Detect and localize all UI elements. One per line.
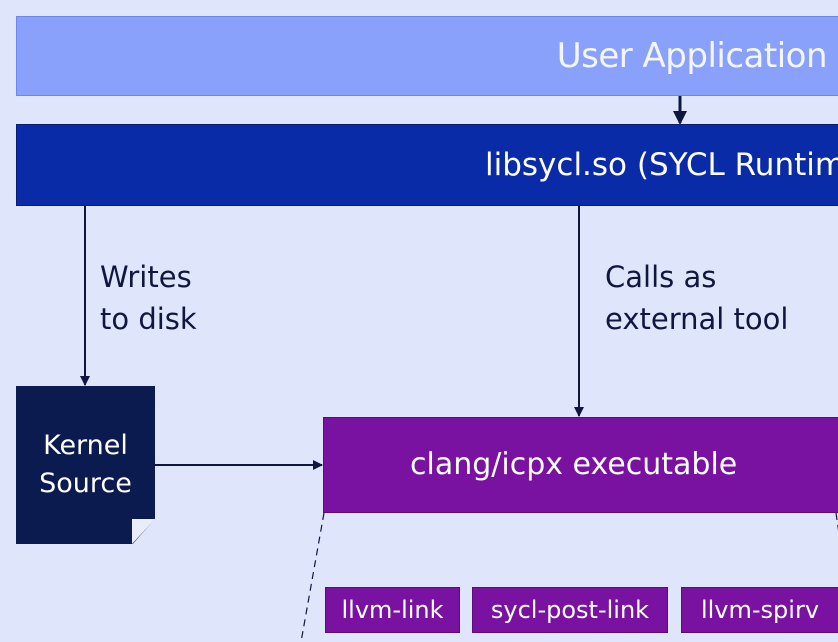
kernel-source-line-2: Source [39, 468, 132, 499]
calls-as-external-tool-line-1: Calls as [605, 260, 717, 294]
dashed-expansion-left [300, 512, 325, 642]
tool-llvm-link: llvm-link [325, 587, 460, 633]
sycl-runtime-label: libsycl.so (SYCL Runtime) [485, 147, 838, 183]
kernel-source-file: Kernel Source [16, 386, 155, 544]
kernel-source-line-1: Kernel [43, 430, 128, 461]
user-application-label: User Application [556, 36, 828, 76]
writes-to-disk-line-1: Writes [100, 260, 192, 294]
calls-as-external-tool-label: Calls as external tool [605, 256, 788, 340]
clang-icpx-executable-box: clang/icpx executable [323, 417, 838, 513]
dashed-expansion-right [835, 512, 838, 531]
user-application-box: User Application [16, 16, 838, 96]
tool-sycl-post-link: sycl-post-link [472, 587, 668, 633]
writes-to-disk-label: Writes to disk [100, 256, 197, 340]
calls-as-external-tool-line-2: external tool [605, 302, 789, 336]
tool-llvm-spirv: llvm-spirv [681, 587, 838, 633]
writes-to-disk-line-2: to disk [100, 302, 197, 336]
clang-icpx-executable-label: clang/icpx executable [410, 447, 738, 482]
sycl-runtime-box: libsycl.so (SYCL Runtime) [16, 124, 838, 206]
